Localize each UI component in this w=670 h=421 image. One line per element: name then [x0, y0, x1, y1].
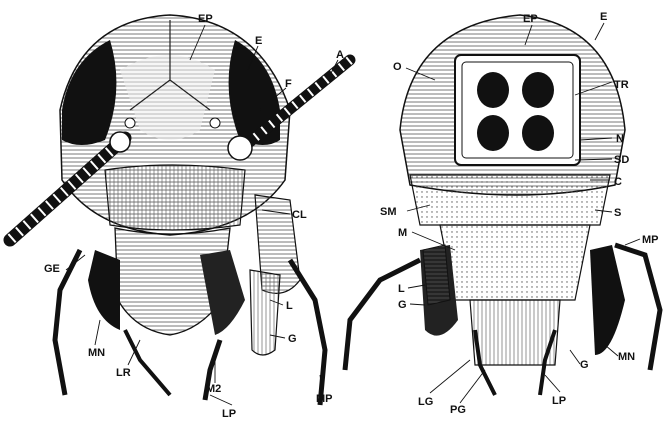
ocellus-right — [210, 118, 220, 128]
labial-palp-left — [125, 330, 170, 395]
label-CL: CL — [292, 209, 307, 221]
label-LR: LR — [116, 367, 131, 379]
tentorial-pit-4 — [522, 115, 554, 151]
label-S: S — [614, 207, 621, 219]
label-E-rear: E — [600, 11, 607, 23]
antenna-socket-left — [110, 132, 130, 152]
maxillary-palp-left-rear — [345, 260, 420, 370]
antenna-socket-right — [228, 136, 252, 160]
compound-eye-left — [62, 40, 116, 145]
label-LP: LP — [222, 408, 236, 420]
right-head-rear-view: EP E TR O N SD C SM S M MP L G MN G LG P… — [345, 11, 660, 416]
label-E: E — [255, 35, 262, 47]
label-TR: TR — [614, 79, 629, 91]
label-M: M — [398, 227, 407, 239]
label-MN: MN — [88, 347, 105, 359]
label-SD: SD — [614, 154, 629, 166]
label-M2: M2 — [206, 383, 221, 395]
label-G-rear-right: G — [580, 359, 589, 371]
left-head-front-view: EP E F A CL GE MN LR L G M2 LP MP — [10, 13, 350, 420]
label-L-rear: L — [398, 283, 405, 295]
galea-right — [250, 270, 280, 355]
label-MN-rear: MN — [618, 351, 635, 363]
label-EP-rear: EP — [523, 13, 538, 25]
label-G: G — [288, 333, 297, 345]
label-C: C — [614, 176, 622, 188]
ocellus-left — [125, 118, 135, 128]
tentorial-pit-3 — [477, 115, 509, 151]
clypeus — [105, 165, 245, 230]
label-GE: GE — [44, 263, 60, 275]
label-O: O — [393, 61, 402, 73]
label-A: A — [336, 49, 344, 61]
label-MP-rear: MP — [642, 234, 659, 246]
label-LP-rear: LP — [552, 395, 566, 407]
label-PG: PG — [450, 404, 466, 416]
tentorial-pit-1 — [477, 72, 509, 108]
mentum — [440, 225, 590, 300]
tentorial-pit-2 — [522, 72, 554, 108]
mandible-right-rear — [590, 245, 625, 355]
label-F: F — [285, 78, 292, 90]
submentum — [410, 175, 610, 225]
lacinia-left-rear — [423, 245, 450, 305]
occipital-foramen — [455, 55, 580, 165]
mandible-left — [88, 250, 120, 330]
label-LG: LG — [418, 396, 433, 408]
label-EP: EP — [198, 13, 213, 25]
label-SM: SM — [380, 206, 397, 218]
label-N: N — [616, 133, 624, 145]
label-G-rear-left: G — [398, 299, 407, 311]
label-MP: MP — [316, 393, 333, 405]
label-L: L — [286, 300, 293, 312]
